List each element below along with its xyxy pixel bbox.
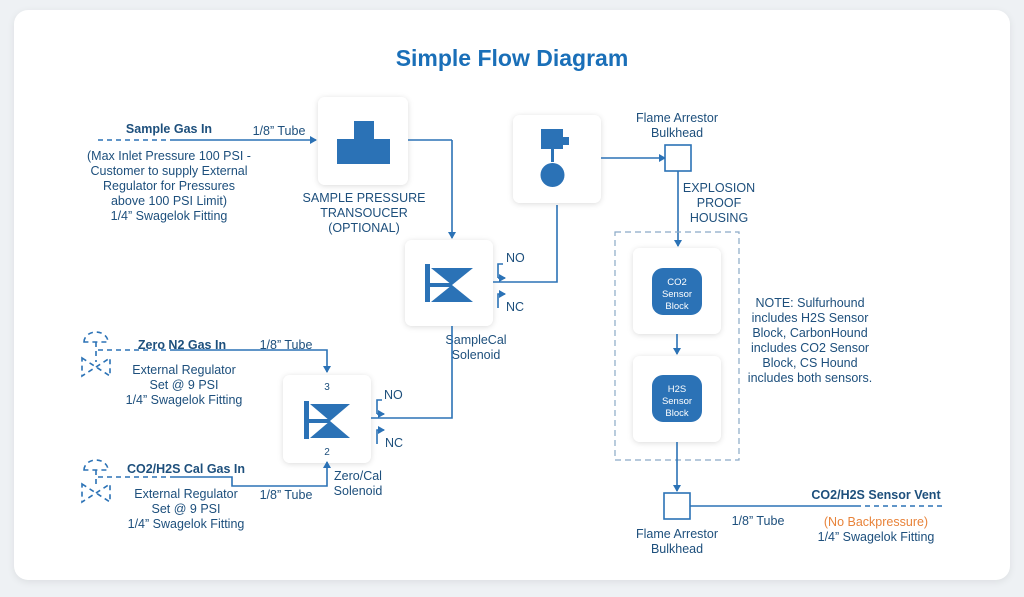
arrestor-top-label-1: Flame Arrestor bbox=[636, 111, 718, 125]
cal-gas-regulator-icon bbox=[81, 459, 111, 504]
transducer-label-3: (OPTIONAL) bbox=[328, 221, 400, 235]
zero-n2-tube: 1/8” Tube bbox=[260, 338, 313, 352]
flame-arrestor-top bbox=[664, 144, 692, 172]
co2-sensor-block bbox=[652, 268, 702, 315]
zerocal-nc-label: NC bbox=[385, 436, 403, 450]
zerocal-label-2: Solenoid bbox=[334, 484, 383, 498]
actuator-valve-icon bbox=[540, 129, 569, 187]
zerocal-no-flag bbox=[376, 399, 382, 414]
page-title: Simple Flow Diagram bbox=[396, 45, 629, 71]
co2-block-label-1: CO2 bbox=[667, 277, 687, 288]
h2s-block-label-3: Block bbox=[665, 408, 688, 419]
sample-gas-label: Sample Gas In bbox=[126, 122, 212, 136]
solenoid-valve-icon bbox=[425, 264, 473, 302]
co2-block-label-3: Block bbox=[665, 301, 688, 312]
samplecal-no-flag bbox=[497, 263, 503, 278]
sample-gas-note-1: (Max Inlet Pressure 100 PSI - bbox=[87, 149, 251, 163]
cal-gas-note-2: Set @ 9 PSI bbox=[152, 502, 221, 516]
vent-label: CO2/H2S Sensor Vent bbox=[811, 488, 941, 502]
vent-backpressure: (No Backpressure) bbox=[824, 515, 928, 529]
zerocal-label-1: Zero/Cal bbox=[334, 469, 382, 483]
note-line-2: includes H2S Sensor bbox=[752, 311, 869, 325]
flame-arrestor-bottom bbox=[663, 492, 691, 520]
zerocal-nc-flag bbox=[376, 426, 385, 444]
zerocal-no-label: NO bbox=[384, 388, 403, 402]
sample-gas-note-2: Customer to supply External bbox=[90, 164, 247, 178]
sample-gas-tube: 1/8” Tube bbox=[253, 124, 306, 138]
cal-gas-tube: 1/8” Tube bbox=[260, 488, 313, 502]
vent-tube: 1/8” Tube bbox=[732, 514, 785, 528]
housing-label-2: PROOF bbox=[697, 196, 742, 210]
samplecal-label-1: SampleCal bbox=[445, 333, 506, 347]
zero-n2-label: Zero N2 Gas In bbox=[138, 338, 226, 352]
cal-gas-note-1: External Regulator bbox=[134, 487, 238, 501]
co2-block-label-2: Sensor bbox=[662, 289, 692, 300]
zerocal-port-2: 2 bbox=[324, 447, 330, 458]
note-line-4: includes CO2 Sensor bbox=[751, 341, 869, 355]
samplecal-nc-flag bbox=[497, 290, 506, 308]
cal-gas-line bbox=[170, 461, 331, 487]
zero-n2-note-3: 1/4” Swagelok Fitting bbox=[126, 393, 243, 407]
arrestor-bottom-label-1: Flame Arrestor bbox=[636, 527, 718, 541]
sample-gas-note-5: 1/4” Swagelok Fitting bbox=[111, 209, 228, 223]
zero-n2-note-2: Set @ 9 PSI bbox=[150, 378, 219, 392]
samplecal-no-label: NO bbox=[506, 251, 525, 265]
transducer-label-1: SAMPLE PRESSURE bbox=[303, 191, 426, 205]
h2s-block-label-2: Sensor bbox=[662, 396, 692, 407]
actuator-card bbox=[513, 115, 601, 203]
sample-gas-note-4: above 100 PSI Limit) bbox=[111, 194, 227, 208]
housing-label-1: EXPLOSION bbox=[683, 181, 755, 195]
arrestor-bottom-label-2: Bulkhead bbox=[651, 542, 703, 556]
arrestor-top-label-2: Bulkhead bbox=[651, 126, 703, 140]
zerocal-out-line bbox=[371, 326, 453, 419]
transducer-label-2: TRANSOUCER bbox=[320, 206, 408, 220]
zero-n2-note-1: External Regulator bbox=[132, 363, 236, 377]
transducer-icon bbox=[337, 121, 390, 164]
zero-n2-regulator-icon bbox=[81, 331, 111, 378]
vent-fitting: 1/4” Swagelok Fitting bbox=[818, 530, 935, 544]
cal-gas-note-3: 1/4” Swagelok Fitting bbox=[128, 517, 245, 531]
housing-label-3: HOUSING bbox=[690, 211, 748, 225]
h2s-sensor-block bbox=[652, 375, 702, 422]
note-line-1: NOTE: Sulfurhound bbox=[755, 296, 864, 310]
h2s-block-label-1: H2S bbox=[668, 384, 686, 395]
samplecal-label-2: Solenoid bbox=[452, 348, 501, 362]
note-line-5: Block, CS Hound bbox=[762, 356, 857, 370]
note-line-3: Block, CarbonHound bbox=[752, 326, 867, 340]
cal-gas-label: CO2/H2S Cal Gas In bbox=[127, 462, 245, 476]
samplecal-nc-label: NC bbox=[506, 300, 524, 314]
zerocal-port-3: 3 bbox=[324, 382, 330, 393]
note-line-6: includes both sensors. bbox=[748, 371, 872, 385]
zerocal-valve-icon bbox=[304, 401, 350, 439]
diagram-card bbox=[14, 10, 1010, 580]
sample-gas-note-3: Regulator for Pressures bbox=[103, 179, 235, 193]
zero-n2-line bbox=[170, 349, 331, 373]
samplecal-out-line bbox=[493, 205, 558, 283]
